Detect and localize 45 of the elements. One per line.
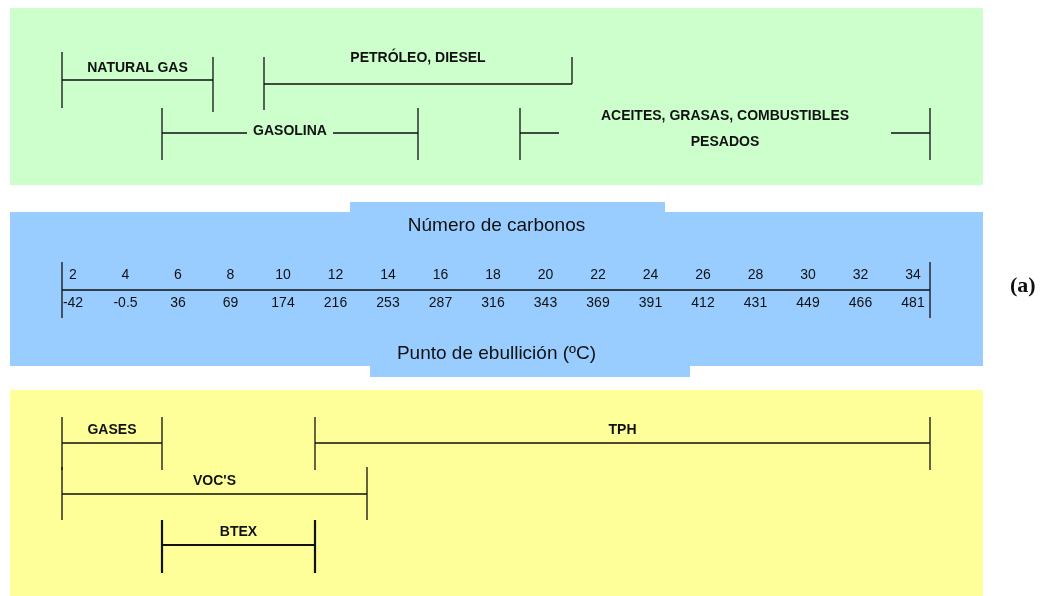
carbon-number: 8 [226,266,235,282]
boiling-point: 369 [586,294,610,310]
carbon-number: 24 [642,266,659,282]
carbon-number: 18 [485,266,501,282]
boiling-point: -42 [62,294,84,310]
carbon-number: 26 [695,266,711,282]
carbon-number: 16 [432,266,449,282]
range-band [10,390,983,596]
carbon-number: 22 [590,266,606,282]
carbon-number: 12 [327,266,344,282]
axis-title: Número de carbonos [407,214,586,236]
carbon-number: 14 [380,266,396,282]
range-label: TPH [607,420,638,439]
carbon-number: 2 [69,266,77,282]
range-label: BTEX [218,522,259,541]
carbon-number: 20 [537,266,554,282]
carbon-number: 28 [747,266,764,282]
boiling-point: 253 [376,294,400,310]
boiling-point: 343 [533,294,558,310]
boiling-point: -0.5 [113,294,138,310]
range-label: GASES [86,420,138,439]
boiling-point: 287 [428,294,453,310]
boiling-point: 431 [743,294,768,310]
panel-tag: (a) [1010,272,1036,298]
carbon-number: 10 [275,266,291,282]
carbon-number: 30 [800,266,816,282]
carbon-number: 4 [121,266,130,282]
carbon-number: 6 [174,266,182,282]
boiling-point: 412 [691,294,715,310]
boiling-point: 449 [796,294,820,310]
range-label: PETRÓLEO, DIESEL [349,47,487,67]
boiling-point: 316 [481,294,505,310]
boiling-point: 466 [848,294,873,310]
axis-title: Punto de ebullición (ºC) [396,342,597,364]
range-label: VOC'S [192,471,237,490]
boiling-point: 69 [222,294,239,310]
boiling-point: 174 [271,294,295,310]
boiling-point: 391 [638,294,663,310]
boiling-point: 481 [901,294,925,310]
range-band [10,8,983,185]
range-label: NATURAL GAS [86,58,189,77]
carbon-number: 34 [905,266,921,282]
boiling-point: 36 [170,294,186,310]
boiling-point: 216 [323,294,348,310]
carbon-number: 32 [852,266,869,282]
